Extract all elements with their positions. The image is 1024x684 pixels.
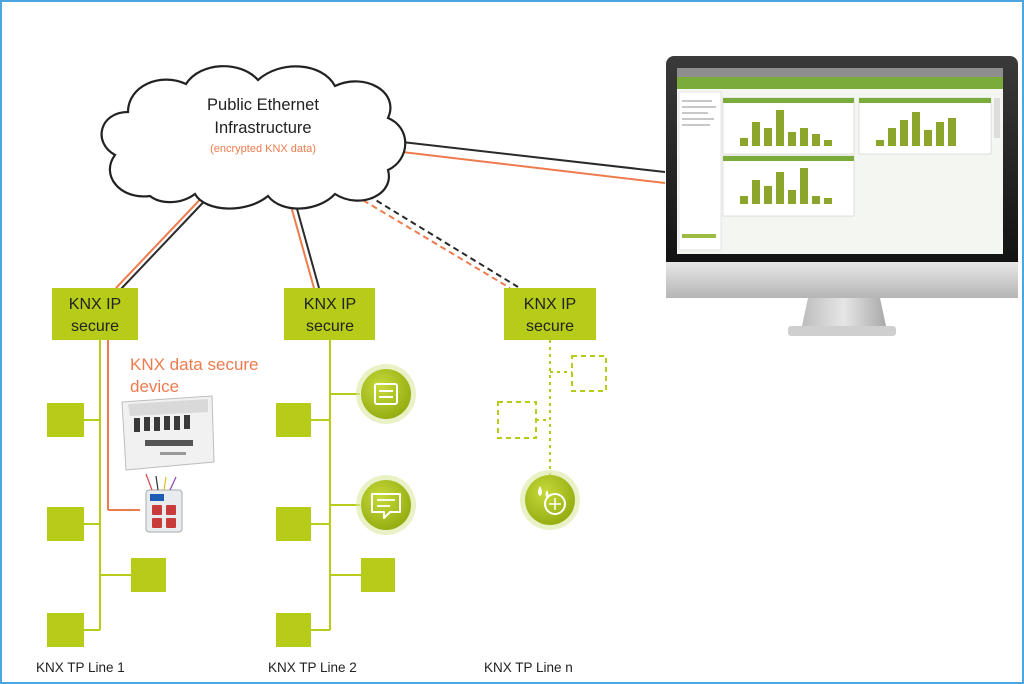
- coupler-label-line2: secure: [306, 318, 354, 335]
- tp-line-1-label: KNX TP Line 1: [36, 660, 125, 675]
- device: [131, 558, 166, 592]
- coupler-label-line1: KNX IP: [304, 296, 356, 313]
- planned-device: [497, 401, 537, 439]
- message-icon: [356, 475, 416, 535]
- weather-sensor-icon: [520, 470, 580, 530]
- coupler-label-line1: KNX IP: [69, 296, 121, 313]
- tp-line-n-label: KNX TP Line n: [484, 660, 573, 675]
- device: [276, 507, 311, 541]
- coupler-label-line2: secure: [526, 318, 574, 335]
- secure-device-wiring: [107, 340, 140, 511]
- secure-device-label-line2: device: [130, 377, 179, 396]
- tp-line-1-bus: [84, 340, 131, 631]
- secure-device-label-line1: KNX data secure: [130, 355, 259, 374]
- coupler-label-line2: secure: [71, 318, 119, 335]
- tp-line-2-devices: [276, 403, 395, 647]
- tp-line-1-devices: [47, 403, 166, 647]
- cloud-title-line1: Public Ethernet: [207, 96, 319, 114]
- ip-coupler-1: KNX IP secure: [52, 288, 138, 340]
- device: [47, 613, 84, 647]
- device: [361, 558, 395, 592]
- panel-icon: [356, 364, 416, 424]
- device: [47, 403, 84, 437]
- device: [47, 507, 84, 541]
- cloud-note: (encrypted KNX data): [210, 143, 316, 155]
- planned-device: [571, 355, 607, 392]
- secure-device-image: [121, 395, 215, 533]
- ip-coupler-n: KNX IP secure: [504, 288, 596, 340]
- ethernet-cloud: [100, 65, 407, 210]
- tp-line-n-devices: [497, 355, 607, 439]
- coupler-label-line1: KNX IP: [524, 296, 576, 313]
- tp-line-2-label: KNX TP Line 2: [268, 660, 357, 675]
- device: [276, 403, 311, 437]
- device: [276, 613, 311, 647]
- network-links: [115, 141, 666, 290]
- monitor: [666, 56, 1018, 336]
- tp-line-n-bus: [536, 340, 572, 475]
- tp-line-2-bus: [311, 340, 361, 631]
- ip-coupler-2: KNX IP secure: [284, 288, 375, 340]
- cloud-title-line2: Infrastructure: [214, 119, 311, 137]
